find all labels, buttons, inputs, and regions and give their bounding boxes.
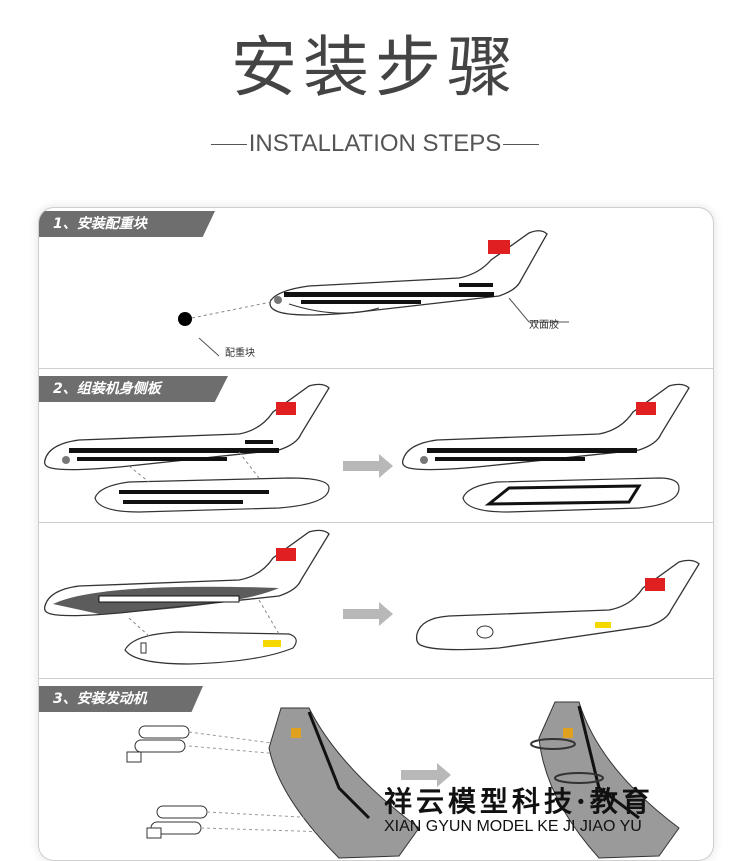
tape-label: 双面胶 [529, 320, 559, 331]
step-arrow-icon [343, 454, 393, 478]
interior-panel [98, 595, 240, 603]
flag-icon [636, 402, 656, 415]
left-slot [62, 456, 70, 464]
final-belly-door [476, 625, 494, 639]
tape-strip-3 [459, 283, 493, 287]
right-side-panel [462, 477, 680, 513]
left-strip-2 [77, 457, 227, 461]
right-strip-2 [435, 457, 585, 461]
step-1-illustration [178, 230, 569, 357]
step-2b-illustration [43, 529, 700, 665]
watermark-cn: 祥云模型科技·教育 [384, 785, 654, 818]
wing-marking [563, 728, 573, 738]
engine-part [138, 725, 190, 739]
tape-strip-2 [301, 300, 421, 304]
engine-part [156, 805, 208, 819]
weight-slot [274, 296, 282, 304]
step-arrow-icon [401, 763, 451, 787]
wing-edge [577, 705, 640, 820]
wing-edge [307, 711, 371, 820]
panel-strip-2 [123, 500, 243, 504]
step-1-section: 1、安装配重块 双面胶 配重块 [39, 208, 713, 369]
weight-label: 配重块 [225, 348, 255, 359]
left-strip-1 [69, 448, 279, 453]
left-fuselage [43, 383, 330, 471]
weight-block [178, 312, 192, 326]
step-arrow-icon [343, 602, 393, 626]
assembly-guide [128, 599, 280, 637]
flag-icon [488, 240, 510, 254]
flag-icon [276, 548, 296, 561]
assembly-guide [128, 451, 260, 483]
step-2-section: 2、组装机身侧板 [39, 368, 713, 523]
wing-marking [291, 728, 301, 738]
wing-left [268, 707, 420, 859]
weight-callout-line [198, 337, 220, 357]
watermark-en: XIAN GYUN MODEL KE JI JIAO YU [384, 818, 642, 835]
mounted-engine [530, 738, 576, 750]
panel-frame [484, 484, 642, 506]
step-3-section: 3、安装发动机 [39, 678, 713, 860]
tape-strip-1 [284, 292, 494, 297]
yellow-marker [595, 622, 611, 628]
engine-mount [126, 751, 142, 763]
subtitle-text: INSTALLATION STEPS [248, 130, 502, 157]
left-strip-3 [245, 440, 273, 444]
step-3-banner: 3、安装发动机 [39, 686, 203, 712]
left-side-panel [94, 477, 330, 513]
wing-right [538, 701, 680, 859]
instructions-card: 1、安装配重块 双面胶 配重块 2、组装机身侧板 [38, 207, 714, 861]
step-2-illustration [43, 383, 690, 513]
step-1-banner: 1、安装配重块 [39, 211, 215, 237]
page-subtitle: INSTALLATION STEPS [0, 130, 750, 158]
flag-icon [645, 578, 665, 591]
engine-part [134, 739, 186, 753]
page-title: 安装步骤 [231, 29, 519, 106]
right-slot [420, 456, 428, 464]
step-3-illustration [126, 701, 680, 859]
step-2b-section [39, 522, 713, 679]
right-strip-1 [427, 448, 637, 453]
flag-icon [276, 402, 296, 415]
mounted-engine [554, 772, 604, 784]
tape-callout-line [508, 297, 569, 323]
engine-mount [146, 827, 162, 839]
final-fuselage [415, 559, 700, 651]
right-fuselage [401, 383, 690, 471]
plane-belly-line [288, 303, 380, 314]
panel-strip-1 [119, 490, 269, 494]
yellow-marker [263, 640, 281, 647]
belly-panel [124, 631, 297, 665]
weight-guide-line [191, 301, 272, 319]
step-2-banner: 2、组装机身侧板 [39, 376, 228, 402]
belly-door [140, 642, 147, 654]
divider-left [210, 144, 247, 146]
divider-right [503, 144, 540, 146]
